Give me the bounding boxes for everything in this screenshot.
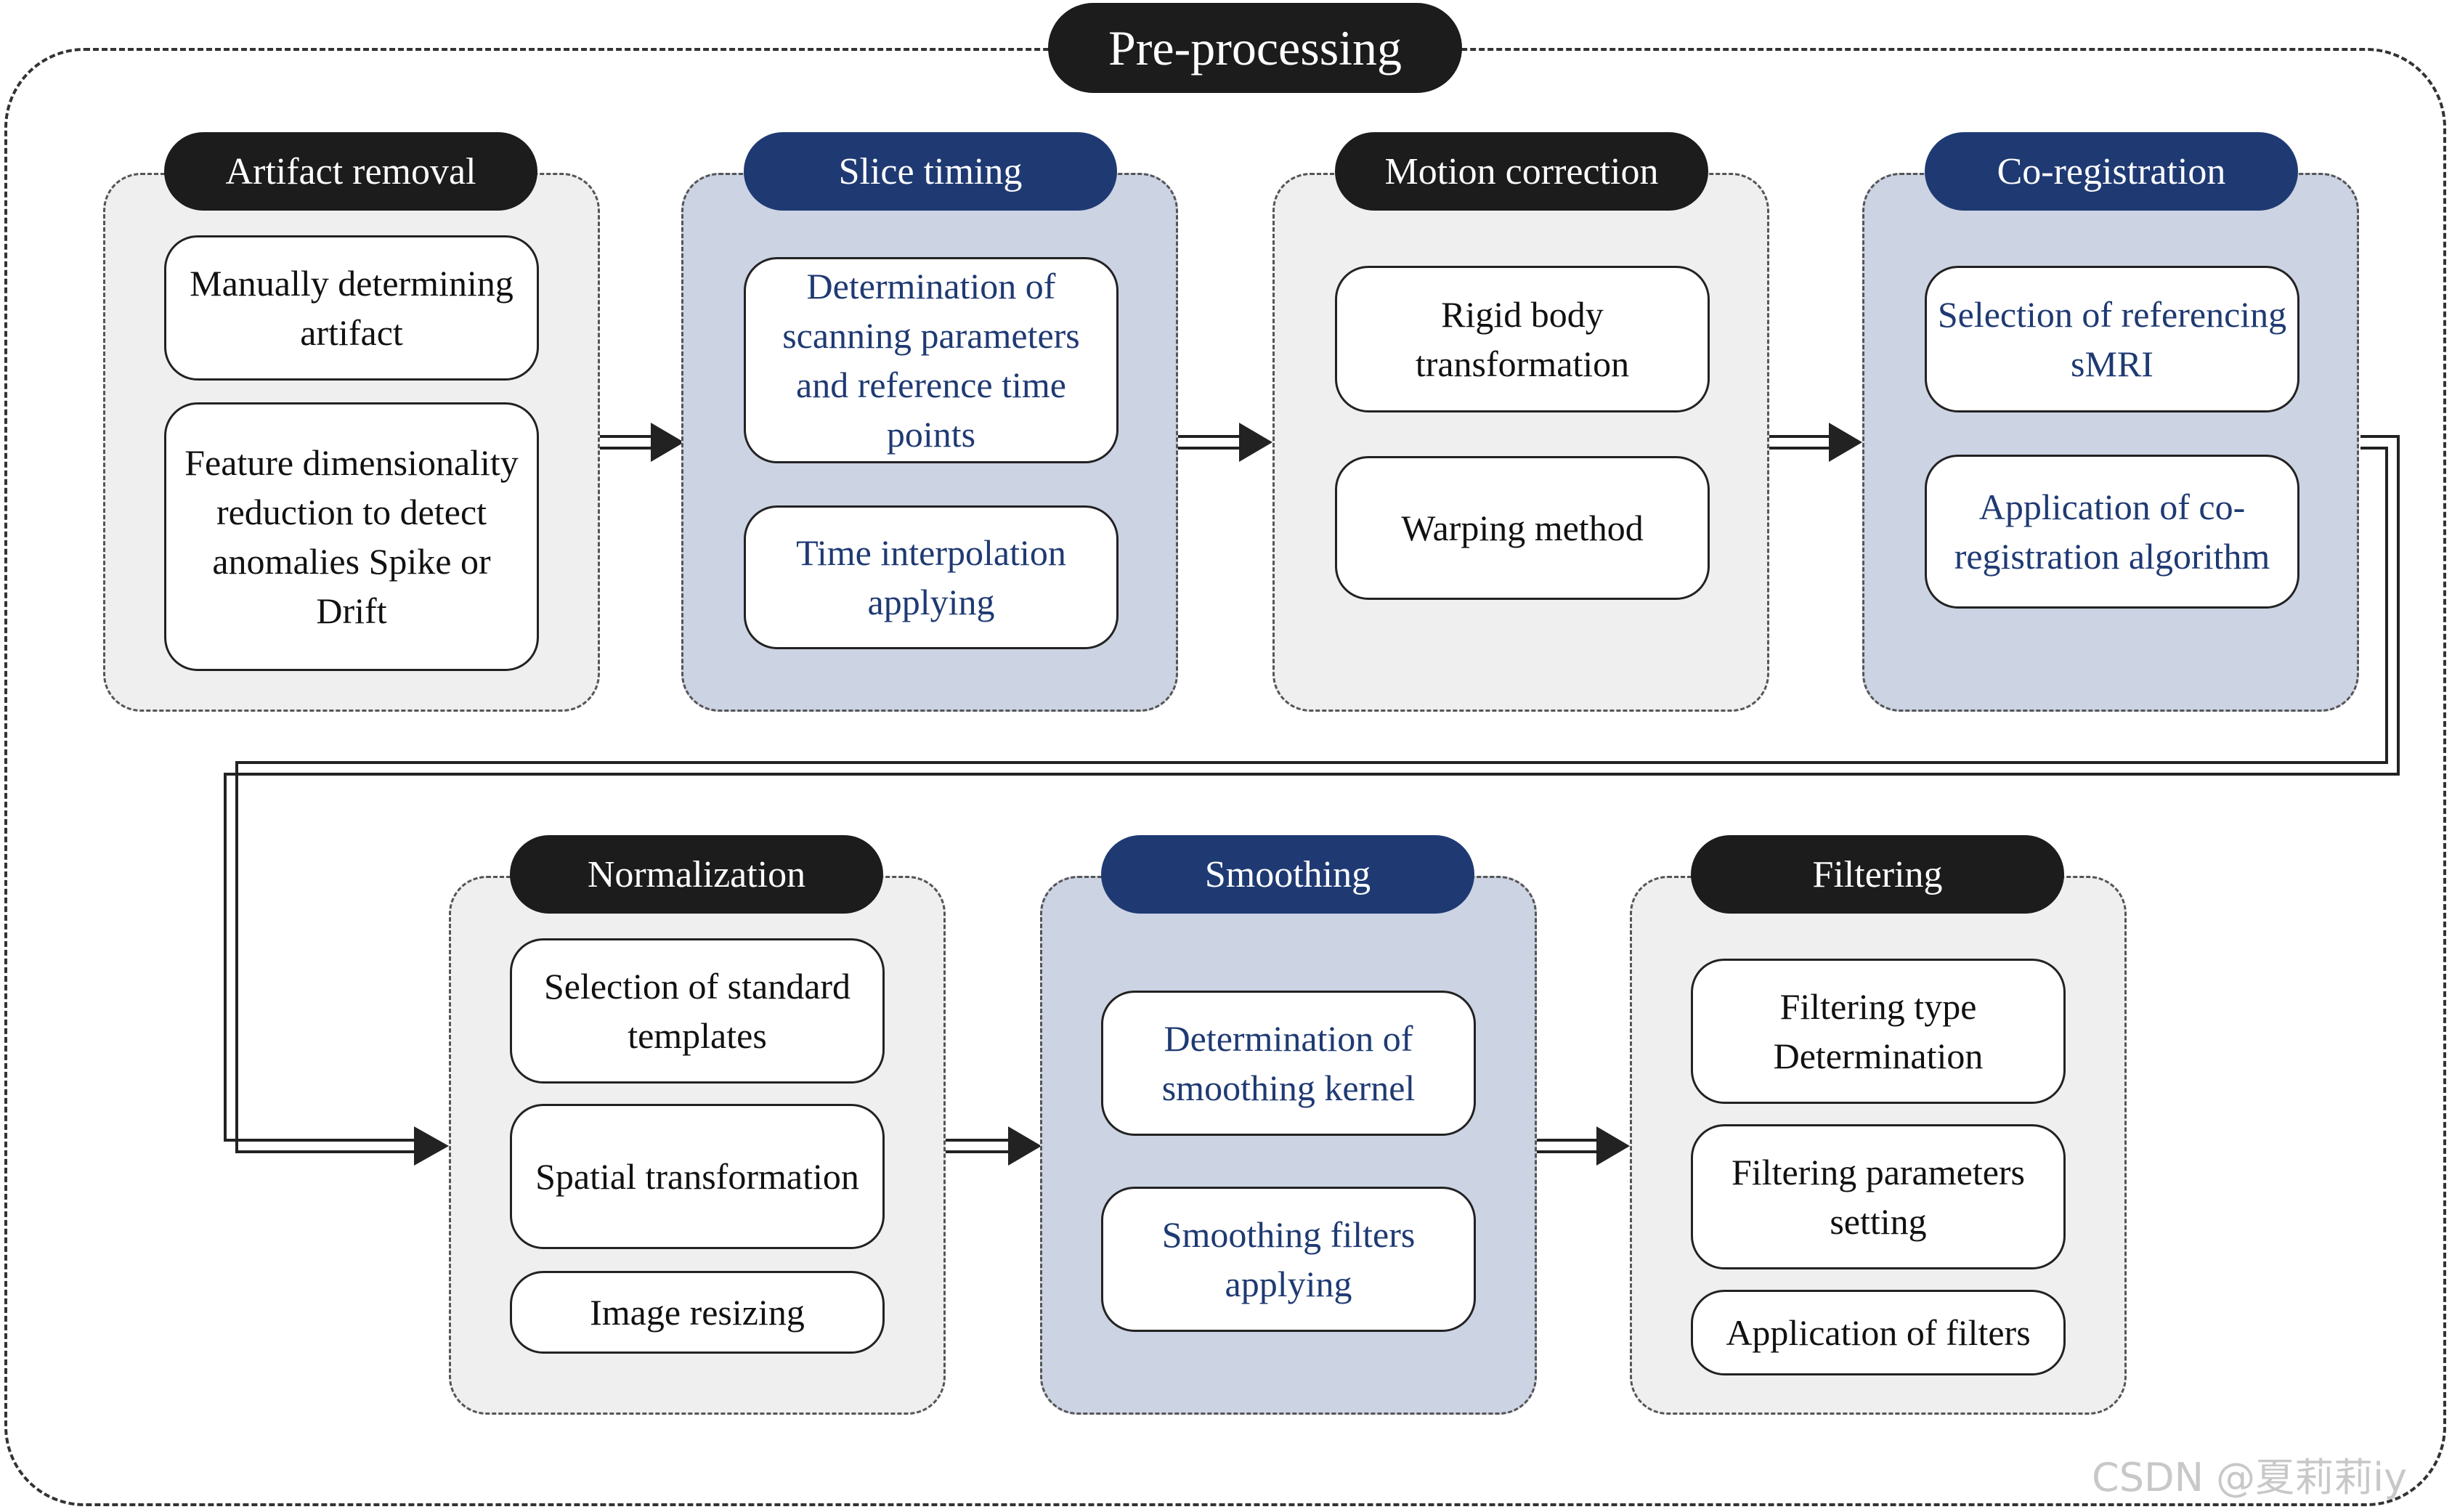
arrowhead-4 <box>414 1126 449 1166</box>
step-filtering-type: Filtering type Determination <box>1691 959 2066 1104</box>
stage-title-normalization: Normalization <box>510 835 883 914</box>
arrow-motion-to-coreg <box>1766 435 1830 450</box>
stage-title-slice-timing: Slice timing <box>744 132 1117 211</box>
stage-title-filtering: Filtering <box>1691 835 2064 914</box>
step-feature-dimensionality-reduction: Feature dimensionality reduction to dete… <box>164 402 539 671</box>
arrowhead-3 <box>1829 423 1862 462</box>
arrow-smoothing-to-filtering <box>1537 1139 1598 1153</box>
stage-title-artifact-removal: Artifact removal <box>164 132 537 211</box>
step-time-interpolation: Time interpolation applying <box>744 505 1119 649</box>
arrow-slice-to-motion <box>1177 435 1241 450</box>
stage-co-registration <box>1862 173 2359 712</box>
stage-smoothing <box>1040 876 1537 1415</box>
step-smoothing-filters: Smoothing filters applying <box>1101 1187 1476 1332</box>
stage-title-co-registration: Co-registration <box>1925 132 2298 211</box>
step-selection-of-referencing-smri: Selection of referencing sMRI <box>1925 266 2299 412</box>
step-filtering-parameters: Filtering parameters setting <box>1691 1124 2066 1269</box>
step-spatial-transformation: Spatial transformation <box>510 1104 885 1249</box>
arrowhead-2 <box>1239 423 1272 462</box>
step-smoothing-kernel: Determination of smoothing kernel <box>1101 991 1476 1136</box>
arrow-artifact-to-slice <box>597 435 652 450</box>
arrowhead-1 <box>651 423 684 462</box>
arrow-normalization-to-smoothing <box>944 1139 1010 1153</box>
step-rigid-body-transformation: Rigid body transformation <box>1335 266 1710 412</box>
arrow-coreg-to-normalization <box>224 435 2400 1153</box>
diagram-title: Pre-processing <box>1048 3 1462 93</box>
step-coregistration-algorithm: Application of co-registration algorithm <box>1925 455 2299 609</box>
arrowhead-5 <box>1008 1126 1042 1166</box>
stage-title-motion-correction: Motion correction <box>1335 132 1708 211</box>
step-warping-method: Warping method <box>1335 456 1710 600</box>
watermark: CSDN @夏莉莉iy <box>2092 1455 2408 1500</box>
step-scanning-parameters: Determination of scanning parameters and… <box>744 257 1119 463</box>
step-application-of-filters: Application of filters <box>1691 1290 2066 1375</box>
stage-title-smoothing: Smoothing <box>1101 835 1474 914</box>
arrowhead-6 <box>1596 1126 1630 1166</box>
step-manually-determining-artifact: Manually determining artifact <box>164 235 539 381</box>
step-image-resizing: Image resizing <box>510 1271 885 1354</box>
step-standard-templates: Selection of standard templates <box>510 938 885 1084</box>
stage-motion-correction <box>1272 173 1769 712</box>
